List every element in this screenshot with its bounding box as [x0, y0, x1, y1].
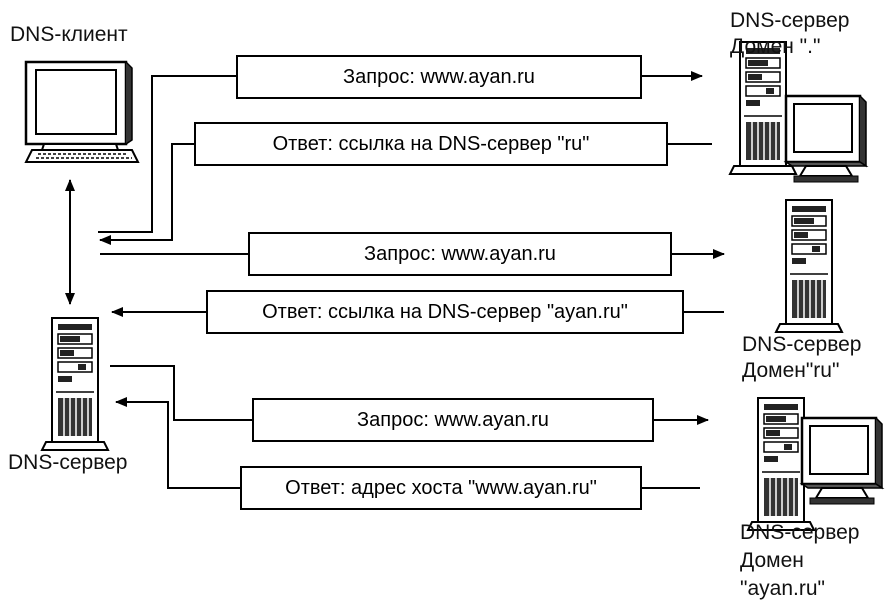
answer-1-box: Ответ: ссылка на DNS-сервер "ru": [194, 122, 668, 166]
root-server-label-2: Домен ".": [730, 35, 821, 58]
ru-server-label-1: DNS-сервер: [742, 333, 862, 356]
ayan-server-monitor-icon: [800, 416, 884, 506]
answer-2-box: Ответ: ссылка на DNS-сервер "ayan.ru": [206, 290, 684, 334]
q1-connector: [98, 75, 236, 233]
ayan-server-label-1: DNS-сервер: [740, 521, 860, 544]
client-computer-icon: [24, 60, 140, 163]
a3-connector: [115, 397, 240, 489]
a1-connector: [99, 143, 194, 245]
ayan-server-label-2: Домен: [740, 549, 804, 572]
q3-connector: [110, 365, 252, 421]
client-label: DNS-клиент: [10, 23, 128, 46]
answer-3-box: Ответ: адрес хоста "www.ayan.ru": [240, 466, 642, 510]
local-server-label: DNS-сервер: [8, 451, 128, 474]
ru-server-tower-icon: [775, 199, 843, 333]
ru-server-label-2: Домен"ru": [742, 359, 840, 382]
ayan-server-label-3: "ayan.ru": [740, 577, 825, 600]
query-3-box: Запрос: www.ayan.ru: [252, 398, 654, 442]
query-2-box: Запрос: www.ayan.ru: [248, 232, 672, 276]
root-server-label-1: DNS-сервер: [730, 9, 850, 32]
root-server-monitor-icon: [784, 94, 868, 184]
local-dns-server-icon: [41, 317, 109, 451]
query-1-box: Запрос: www.ayan.ru: [236, 55, 642, 99]
